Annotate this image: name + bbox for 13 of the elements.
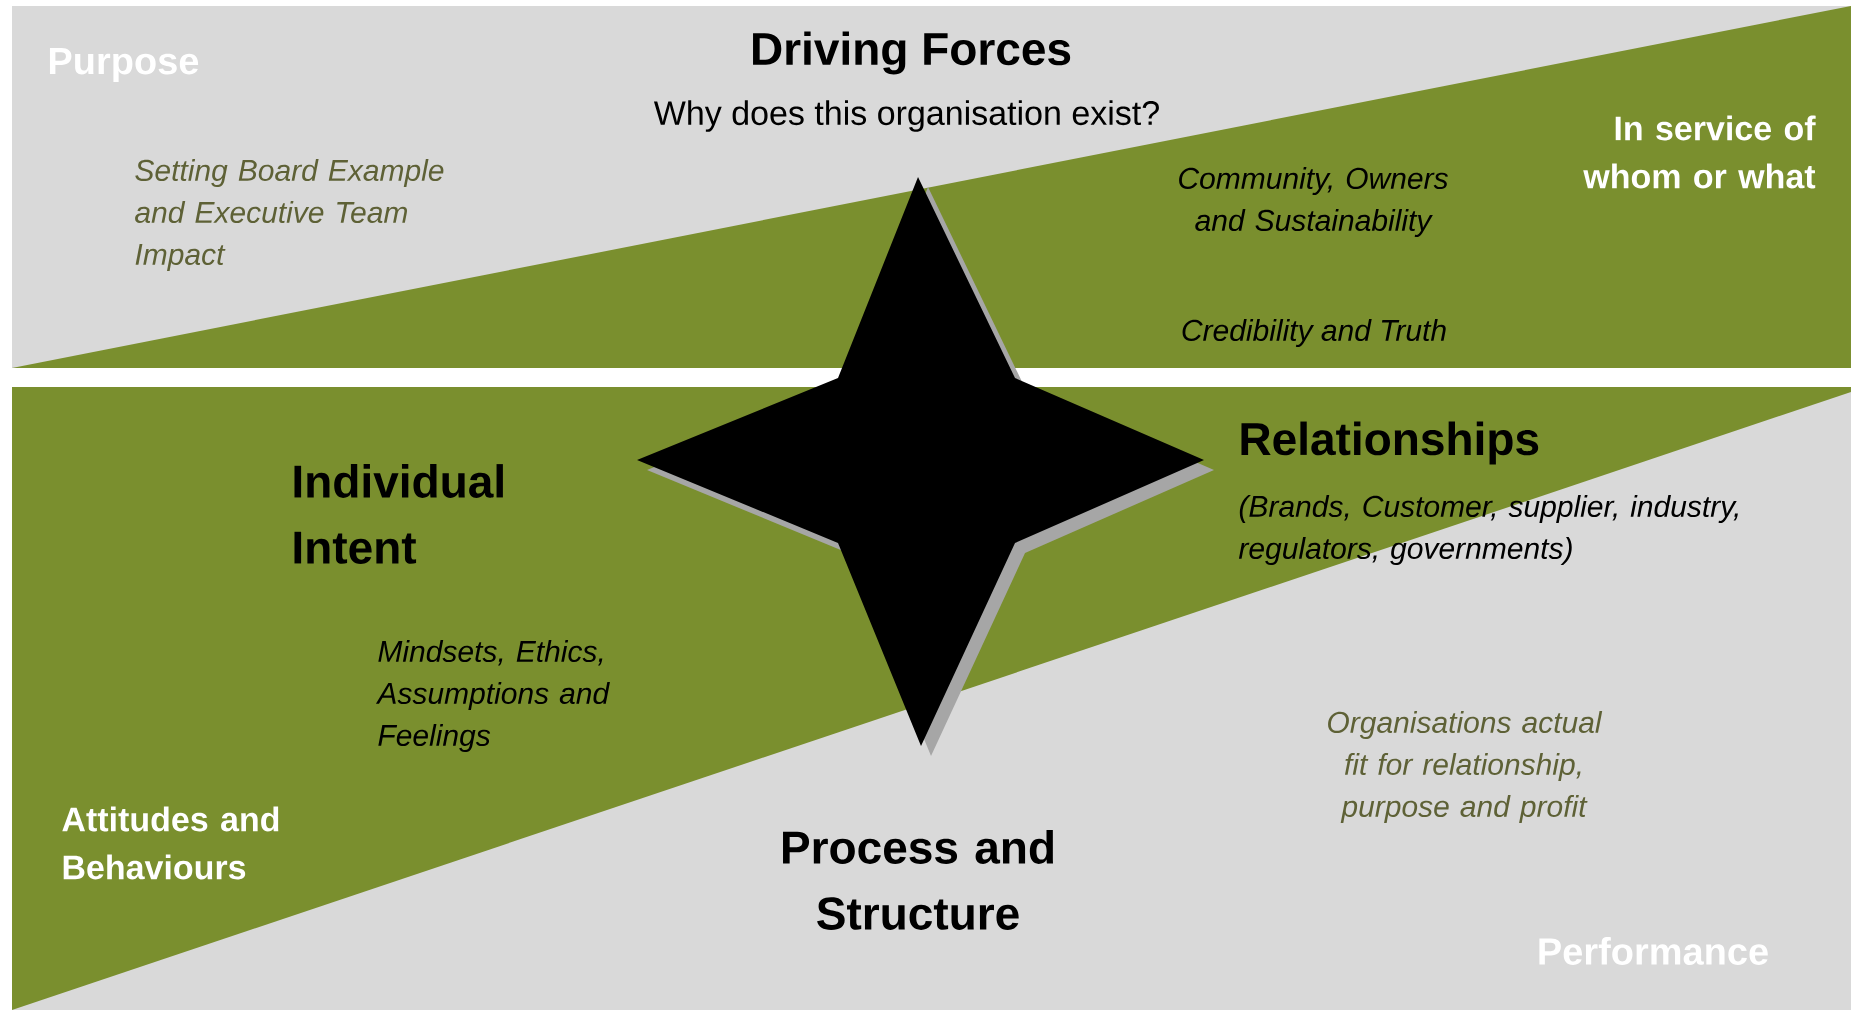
note-text: (Brands, Customer, supplier, industry, regulators, governments) xyxy=(1238,495,1738,565)
title-text: Driving Forces xyxy=(753,31,1071,75)
note-text: Credibility and Truth xyxy=(1182,319,1446,347)
section-heading: Attitudes and Behaviours xyxy=(62,806,279,880)
subtitle-text: Why does this organisation exist? xyxy=(653,100,1159,132)
quadrant-heading: Individual Intent xyxy=(294,464,503,564)
quadrant-heading: Process and Structure xyxy=(783,830,1053,930)
note-text: Mindsets, Ethics, Assumptions and Feelings xyxy=(375,640,610,752)
quadrant-heading: Relationships xyxy=(1241,421,1539,465)
note-text: Organisations actual fit for relationship, purpose and profit xyxy=(1328,711,1603,823)
section-heading: In service of whom or what xyxy=(1583,115,1816,189)
note-text: Community, Owners and Sustainability xyxy=(1179,167,1448,237)
note-text: Setting Board Example and Executive Team Impact xyxy=(135,159,444,271)
